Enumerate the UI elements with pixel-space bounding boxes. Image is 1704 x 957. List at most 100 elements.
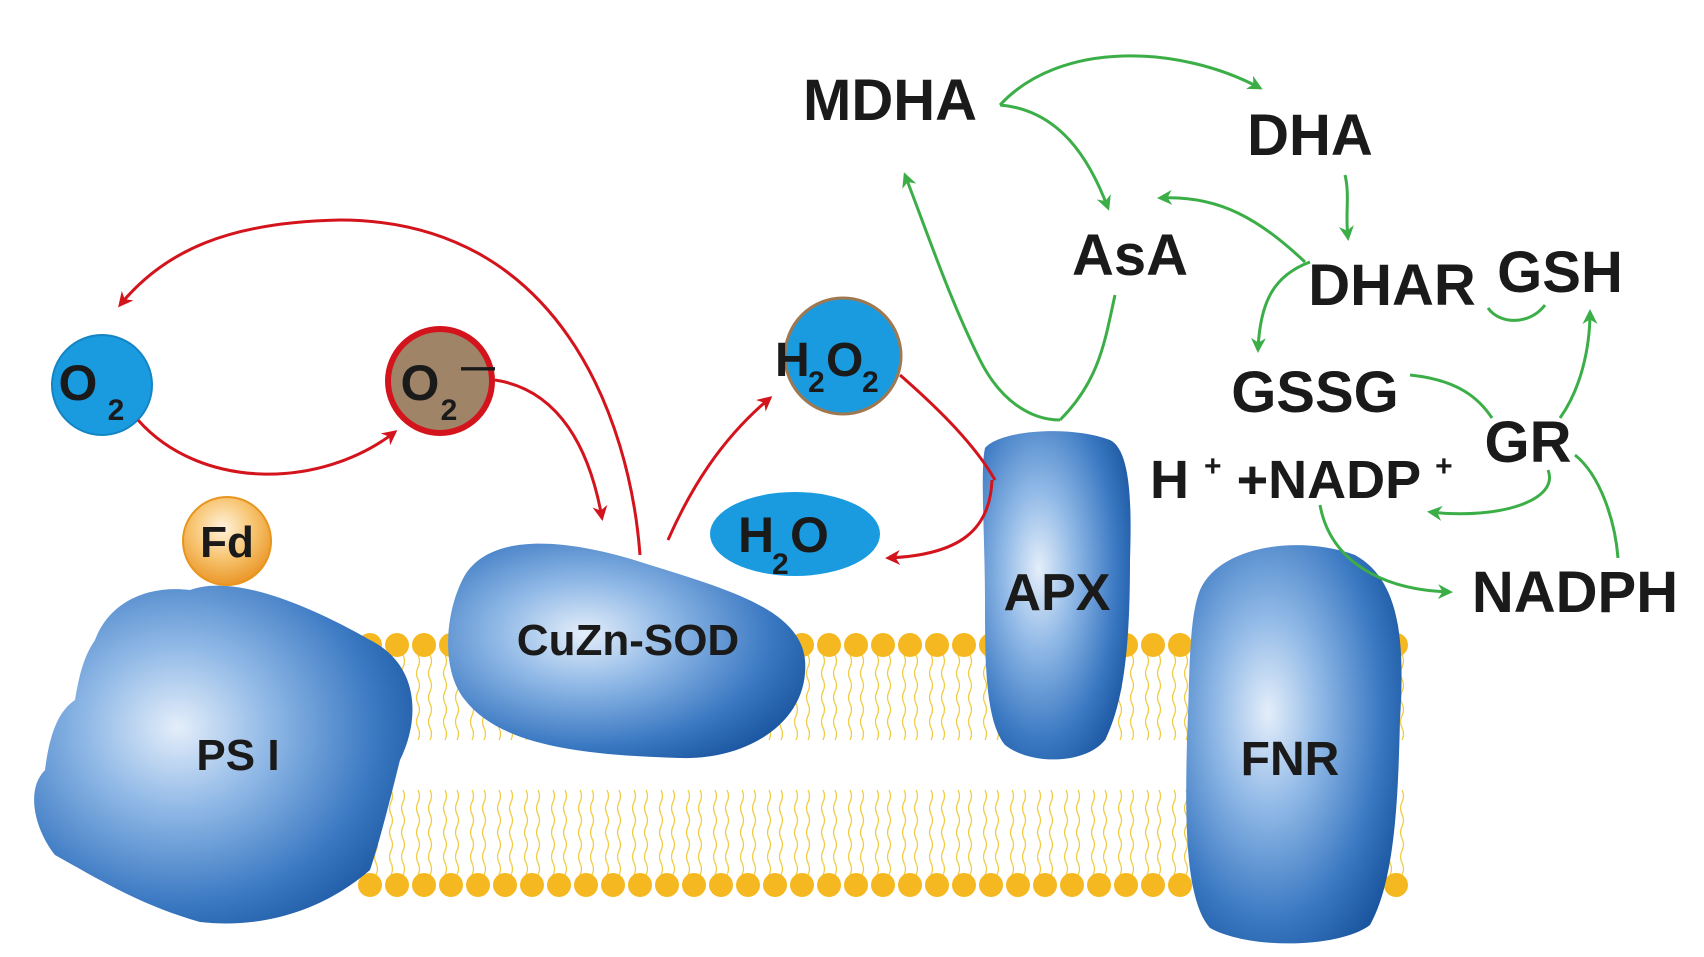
arrow-dhar-to-asa <box>1157 189 1307 264</box>
nadp-label: H + +NADP + <box>1150 428 1453 510</box>
lipid-head <box>736 873 760 897</box>
arrow-gsh-to-dhar <box>1486 304 1547 322</box>
lipid-tail <box>859 654 865 741</box>
lipid-tail <box>550 789 556 876</box>
arrow-superoxide-to-sod <box>494 378 608 521</box>
lipid-head <box>601 873 625 897</box>
lipid-tail <box>913 654 919 741</box>
arrow-asa-to-apx <box>1058 294 1117 422</box>
lipid-tail <box>724 789 730 876</box>
lipid-tail <box>697 789 703 876</box>
arrow-dha-to-dhar <box>1339 174 1354 241</box>
arrow-apx-to-h2o <box>885 479 994 565</box>
lipid-tail <box>442 789 448 876</box>
lipid-tail <box>901 654 907 741</box>
lipid-tail <box>442 654 448 741</box>
lipid-tail <box>793 789 799 876</box>
lipid-head <box>763 873 787 897</box>
lipid-head <box>412 633 436 657</box>
lipid-tail <box>928 789 934 876</box>
gsh-label: GSH <box>1497 240 1623 305</box>
lipid-head <box>898 633 922 657</box>
lipid-head <box>412 873 436 897</box>
arrow-mdha-to-asa <box>999 103 1111 211</box>
lipid-tail <box>631 789 637 876</box>
dhar-label: DHAR <box>1308 253 1476 318</box>
arrow-sod-to-o2 <box>118 218 642 556</box>
lipid-tail <box>388 789 394 876</box>
cuzn-sod-protein <box>448 543 806 759</box>
dha-label: DHA <box>1247 103 1373 168</box>
lipid-head <box>709 873 733 897</box>
lipid-head <box>1060 873 1084 897</box>
lipid-head <box>925 873 949 897</box>
lipid-tail <box>874 789 880 876</box>
o2-label: O <box>59 355 98 411</box>
lipid-tail <box>523 789 529 876</box>
lipid-tail <box>1129 789 1135 876</box>
lipid-head <box>925 633 949 657</box>
lipid-head <box>1033 873 1057 897</box>
lipid-head <box>493 873 517 897</box>
lipid-tail <box>1075 789 1081 876</box>
lipid-head <box>979 873 1003 897</box>
lipid-tail <box>955 789 961 876</box>
lipid-head <box>574 873 598 897</box>
lipid-tail <box>886 654 892 741</box>
lipid-head <box>898 873 922 897</box>
lipid-tail <box>778 789 784 876</box>
lipid-head <box>817 633 841 657</box>
arrow-mdha-to-dha <box>998 54 1263 107</box>
lipid-tail <box>415 789 421 876</box>
lipid-tail <box>577 789 583 876</box>
lipid-tail <box>604 789 610 876</box>
lipid-tail <box>1183 789 1189 876</box>
lipid-tail <box>643 789 649 876</box>
lipid-head <box>844 633 868 657</box>
lipid-head <box>682 873 706 897</box>
lipid-head <box>385 873 409 897</box>
lipid-tail <box>1090 789 1096 876</box>
lipid-tail <box>712 789 718 876</box>
ferredoxin <box>182 496 272 586</box>
lipid-tail <box>670 789 676 876</box>
lipid-tail <box>832 789 838 876</box>
lipid-tail <box>1021 789 1027 876</box>
o2-molecule <box>51 334 153 436</box>
arrow-o2-to-superoxide <box>136 419 398 476</box>
apx-protein <box>982 431 1131 760</box>
lipid-tail <box>1129 654 1135 741</box>
lipid-tail <box>1063 789 1069 876</box>
lipid-tail <box>535 789 541 876</box>
asa-label: AsA <box>1072 223 1188 288</box>
lipid-tail <box>1144 654 1150 741</box>
lipid-tail <box>508 789 514 876</box>
lipid-tail <box>751 789 757 876</box>
lipid-tail <box>940 789 946 876</box>
lipid-tail <box>469 789 475 876</box>
h2o2-molecule <box>783 296 903 416</box>
lipid-head <box>466 873 490 897</box>
lipid-head <box>1141 633 1165 657</box>
lipid-tail <box>1117 789 1123 876</box>
lipid-tail <box>454 789 460 876</box>
lipid-head <box>547 873 571 897</box>
lipid-tail <box>847 789 853 876</box>
lipid-tail <box>805 654 811 741</box>
lipid-head <box>439 873 463 897</box>
lipid-tail <box>859 789 865 876</box>
lipid-tail <box>874 654 880 741</box>
lipid-tail <box>994 789 1000 876</box>
arrow-apx-to-mdha <box>902 172 1061 422</box>
lipid-tail <box>1183 654 1189 741</box>
lipid-head <box>358 873 382 897</box>
lipid-tail <box>1171 654 1177 741</box>
lipid-tail <box>481 789 487 876</box>
lipid-head <box>952 873 976 897</box>
lipid-tail <box>1102 789 1108 876</box>
arrow-gr-to-gsh <box>1558 309 1598 419</box>
ps1-label: PS I <box>196 731 279 780</box>
fnr-protein <box>1186 545 1402 944</box>
lipid-tail <box>805 789 811 876</box>
